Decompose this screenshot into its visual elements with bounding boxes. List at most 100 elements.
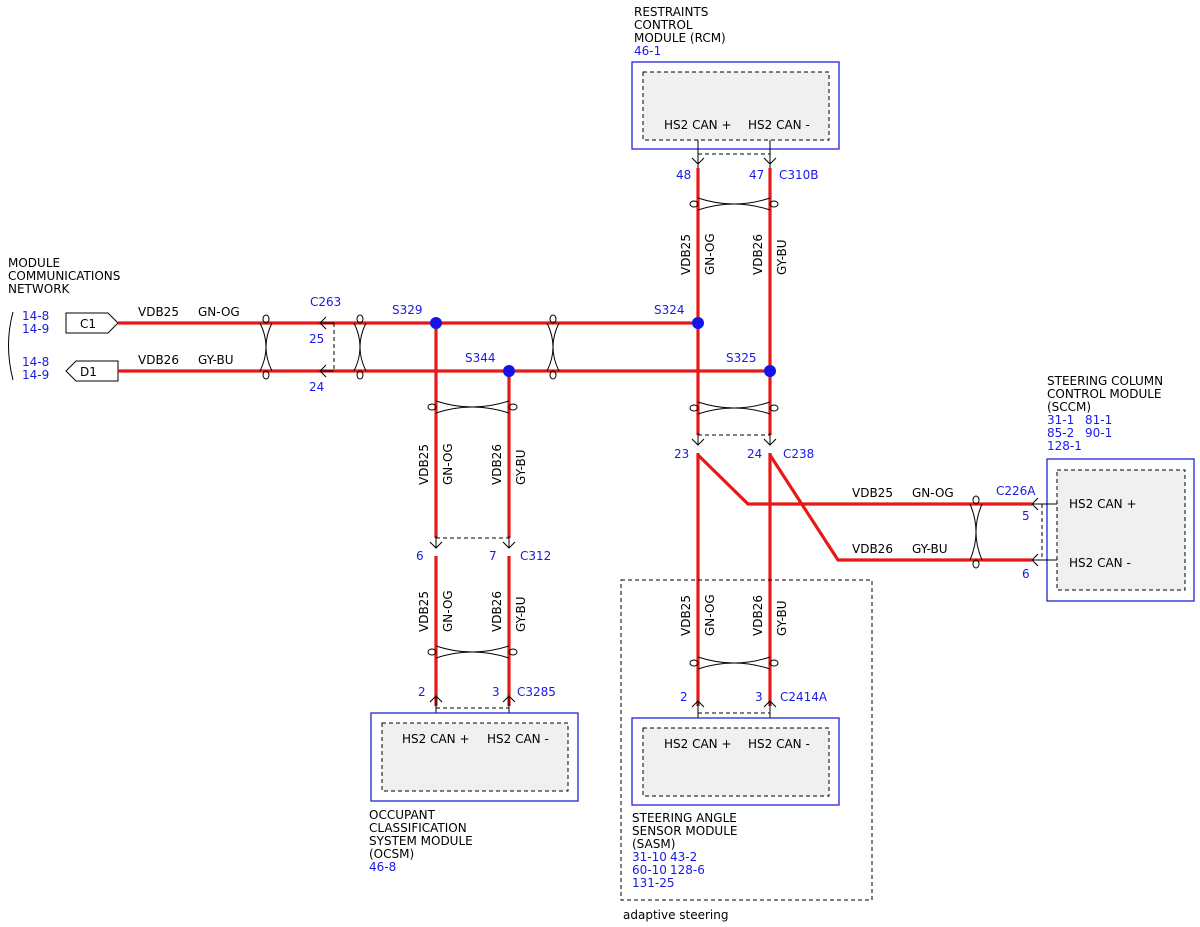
sccm-ref[interactable]: 90-1	[1085, 426, 1112, 440]
twist-loop-icon	[769, 200, 779, 208]
sasm-title-line-1: STEERING ANGLE	[632, 811, 737, 825]
sasm-connector-label: C2414A	[780, 690, 828, 704]
network-title-line-3: NETWORK	[8, 282, 71, 296]
connector-c312-label: C312	[520, 549, 551, 563]
connector-pin-arrow-icon	[1031, 553, 1039, 567]
twist-loop-icon	[689, 404, 699, 412]
rcm-title-line-2: CONTROL	[634, 18, 693, 32]
connector-c263-pin-top: 25	[309, 332, 324, 346]
twist-loop-icon	[356, 370, 364, 380]
twist-loop-icon	[427, 403, 437, 411]
connector-c312-pin-right: 7	[489, 549, 497, 563]
twist-loop-icon	[262, 314, 270, 324]
wire-label-circuit: VDB26	[138, 353, 179, 367]
module-sccm[interactable]: STEERING COLUMN CONTROL MODULE (SCCM) 31…	[996, 374, 1195, 602]
rcm-title-line-1: RESTRAINTS	[634, 5, 708, 19]
wire-sccm-high[interactable]	[696, 453, 1032, 506]
twist-loop-icon	[427, 648, 437, 656]
sccm-ref[interactable]: 31-1	[1047, 413, 1074, 427]
sccm-title-line-1: STEERING COLUMN	[1047, 374, 1163, 388]
wire-label-color: GN-OG	[441, 590, 455, 632]
twist-icon	[435, 400, 510, 414]
wire-label-color: GN-OG	[441, 443, 455, 485]
connector-c312[interactable]: 6 7 C312	[416, 536, 551, 563]
sasm-ref[interactable]: 31-10	[632, 850, 667, 864]
sccm-connector-label: C226A	[996, 484, 1036, 498]
twist-icon	[969, 503, 983, 561]
twist-loop-icon	[356, 314, 364, 324]
connector-pin-arrow-icon	[691, 157, 705, 165]
twist-loop-icon	[689, 659, 699, 667]
ocsm-title-line-3: SYSTEM MODULE	[369, 834, 473, 848]
module-ocsm[interactable]: 2 3 C3285 HS2 CAN + HS2 CAN - OCCUPANT C…	[369, 685, 579, 874]
twist-icon	[353, 322, 367, 372]
sasm-pin-minus: HS2 CAN -	[748, 737, 810, 751]
wire-label-color: GY-BU	[198, 353, 234, 367]
connector-c238-pin-right: 24	[747, 447, 762, 461]
rcm-pin-plus: HS2 CAN +	[664, 118, 732, 132]
twist-loop-icon	[972, 495, 980, 505]
network-ref-top-1[interactable]: 14-8	[22, 309, 49, 323]
splice-s344-dot[interactable]	[503, 365, 515, 377]
wire-label-circuit: VDB26	[852, 542, 893, 556]
twist-icon	[697, 656, 771, 670]
wire-label-circuit: VDB25	[679, 595, 693, 636]
sasm-ref[interactable]: 60-10	[632, 863, 667, 877]
sasm-ref[interactable]: 128-6	[670, 863, 705, 877]
wire-label-color: GN-OG	[198, 305, 240, 319]
wire-label-circuit: VDB26	[490, 591, 504, 632]
connector-c238-pin-left: 23	[674, 447, 689, 461]
sccm-inner-box	[1056, 469, 1186, 591]
network-ref-top-2[interactable]: 14-9	[22, 322, 49, 336]
sasm-title-line-3: (SASM)	[632, 837, 675, 851]
wire-label-circuit: VDB25	[679, 234, 693, 275]
network-ref-bottom-1[interactable]: 14-8	[22, 355, 49, 369]
sccm-ref[interactable]: 128-1	[1047, 439, 1082, 453]
sccm-pin-no-minus: 6	[1022, 567, 1030, 581]
vertical-wire-labels: VDB25 GN-OG VDB26 GY-BU VDB25 GN-OG VDB2…	[417, 233, 789, 636]
splice-s329-dot[interactable]	[430, 317, 442, 329]
twist-loop-icon	[508, 403, 518, 411]
module-rcm[interactable]: RESTRAINTS CONTROL MODULE (RCM) 46-1 HS2…	[631, 5, 840, 182]
tag-c1[interactable]: C1	[65, 312, 119, 334]
wire-label-circuit: VDB26	[751, 234, 765, 275]
sasm-option-note: adaptive steering	[623, 908, 729, 922]
sccm-ref[interactable]: 85-2	[1047, 426, 1074, 440]
wire-sccm-low[interactable]	[768, 454, 1032, 562]
twist-loop-icon	[689, 200, 699, 208]
ocsm-pin-minus: HS2 CAN -	[487, 732, 549, 746]
connector-c263[interactable]: C263 25 24	[309, 295, 341, 394]
sasm-ref[interactable]: 43-2	[670, 850, 697, 864]
twist-loop-icon	[549, 314, 557, 324]
sccm-ref[interactable]: 81-1	[1085, 413, 1112, 427]
twist-loop-icon	[972, 559, 980, 569]
network-ref-bottom-2[interactable]: 14-9	[22, 368, 49, 382]
rcm-ref[interactable]: 46-1	[634, 44, 661, 58]
twist-loop-icon	[769, 659, 779, 667]
splice-s325-dot[interactable]	[764, 365, 776, 377]
wire-label-color: GY-BU	[775, 239, 789, 275]
twist-loop-icon	[549, 370, 557, 380]
twist-loop-icon	[769, 404, 779, 412]
connector-c238[interactable]: 23 24 C238	[674, 433, 814, 461]
ocsm-ref[interactable]: 46-8	[369, 860, 396, 874]
twist-icon	[435, 645, 510, 659]
sasm-pin-no-minus: 3	[755, 690, 763, 704]
twist-icon	[259, 322, 273, 372]
twist-loop-icon	[262, 370, 270, 380]
connector-c263-pin-bottom: 24	[309, 380, 324, 394]
wire-label-color: GN-OG	[703, 233, 717, 275]
tag-d1-shape-icon	[65, 360, 119, 382]
sccm-pin-plus: HS2 CAN +	[1069, 497, 1137, 511]
module-sasm[interactable]: 2 3 C2414A HS2 CAN + HS2 CAN - STEERING …	[620, 579, 873, 922]
rcm-title-line-3: MODULE (RCM)	[634, 31, 726, 45]
sasm-pin-no-plus: 2	[680, 690, 688, 704]
tag-d1[interactable]: D1	[65, 360, 119, 382]
sasm-option-boundary	[620, 579, 873, 901]
twist-loop-icon	[508, 648, 518, 656]
sasm-ref[interactable]: 131-25	[632, 876, 675, 890]
wire-label-color: GN-OG	[912, 486, 954, 500]
sasm-pin-plus: HS2 CAN +	[664, 737, 732, 751]
splice-s324-dot[interactable]	[692, 317, 704, 329]
